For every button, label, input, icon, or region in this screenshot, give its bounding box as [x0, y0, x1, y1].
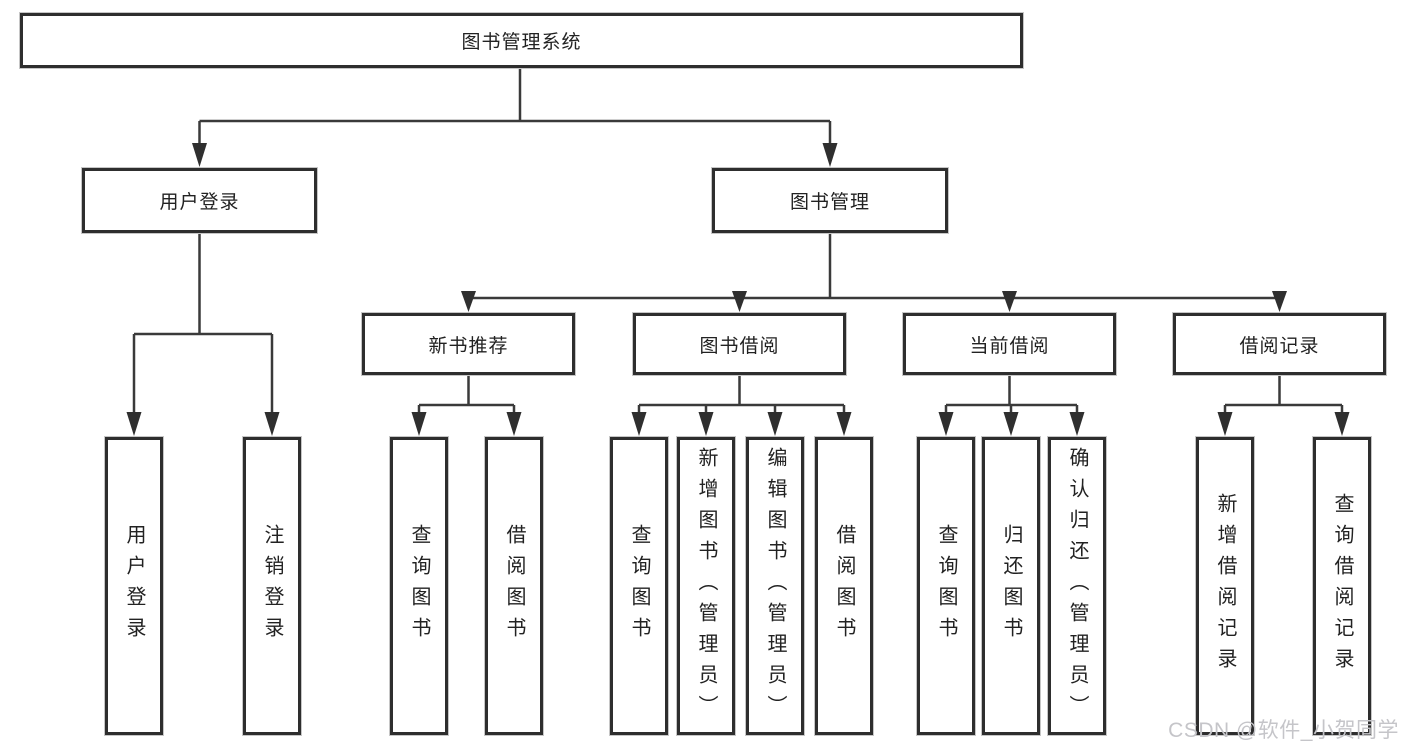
connector-newbooks-split: [417, 375, 516, 414]
connector-current-split: [944, 375, 1079, 414]
connector-borrowing-split: [637, 375, 846, 414]
leaf-borrow-books-borrowing: 借阅图书: [815, 437, 873, 735]
node-library-system: 图书管理系统: [20, 13, 1023, 68]
node-book-borrowing: 图书借阅: [633, 313, 846, 375]
connector-root-to-level2: [198, 68, 832, 146]
leaf-edit-books-admin: 编辑图书（管理员）: [746, 437, 804, 735]
node-borrowing-records: 借阅记录: [1173, 313, 1386, 375]
leaf-return-books: 归还图书: [982, 437, 1040, 735]
leaf-user-login: 用户登录: [105, 437, 163, 735]
leaf-add-borrow-record: 新增借阅记录: [1196, 437, 1254, 735]
csdn-watermark: CSDN @软件_小贺同学: [1168, 719, 1399, 742]
leaf-query-books-recommend: 查询图书: [390, 437, 448, 735]
node-user-login: 用户登录: [82, 168, 317, 233]
connector-mgmt-split: [468, 233, 1280, 300]
leaf-query-books-borrowing: 查询图书: [610, 437, 668, 735]
leaf-confirm-return-admin: 确认归还（管理员）: [1048, 437, 1106, 735]
leaf-add-books-admin: 新增图书（管理员）: [677, 437, 735, 735]
connector-records-split: [1223, 375, 1344, 414]
node-current-borrowing: 当前借阅: [903, 313, 1116, 375]
leaf-query-borrow-record: 查询借阅记录: [1313, 437, 1371, 735]
leaf-borrow-books-recommend: 借阅图书: [485, 437, 543, 735]
leaf-query-books-current: 查询图书: [917, 437, 975, 735]
leaf-logout: 注销登录: [243, 437, 301, 735]
arrowheads: [126, 143, 1350, 436]
node-new-book-recommend: 新书推荐: [362, 313, 575, 375]
connector-login-split: [132, 233, 274, 414]
node-book-management: 图书管理: [712, 168, 948, 233]
